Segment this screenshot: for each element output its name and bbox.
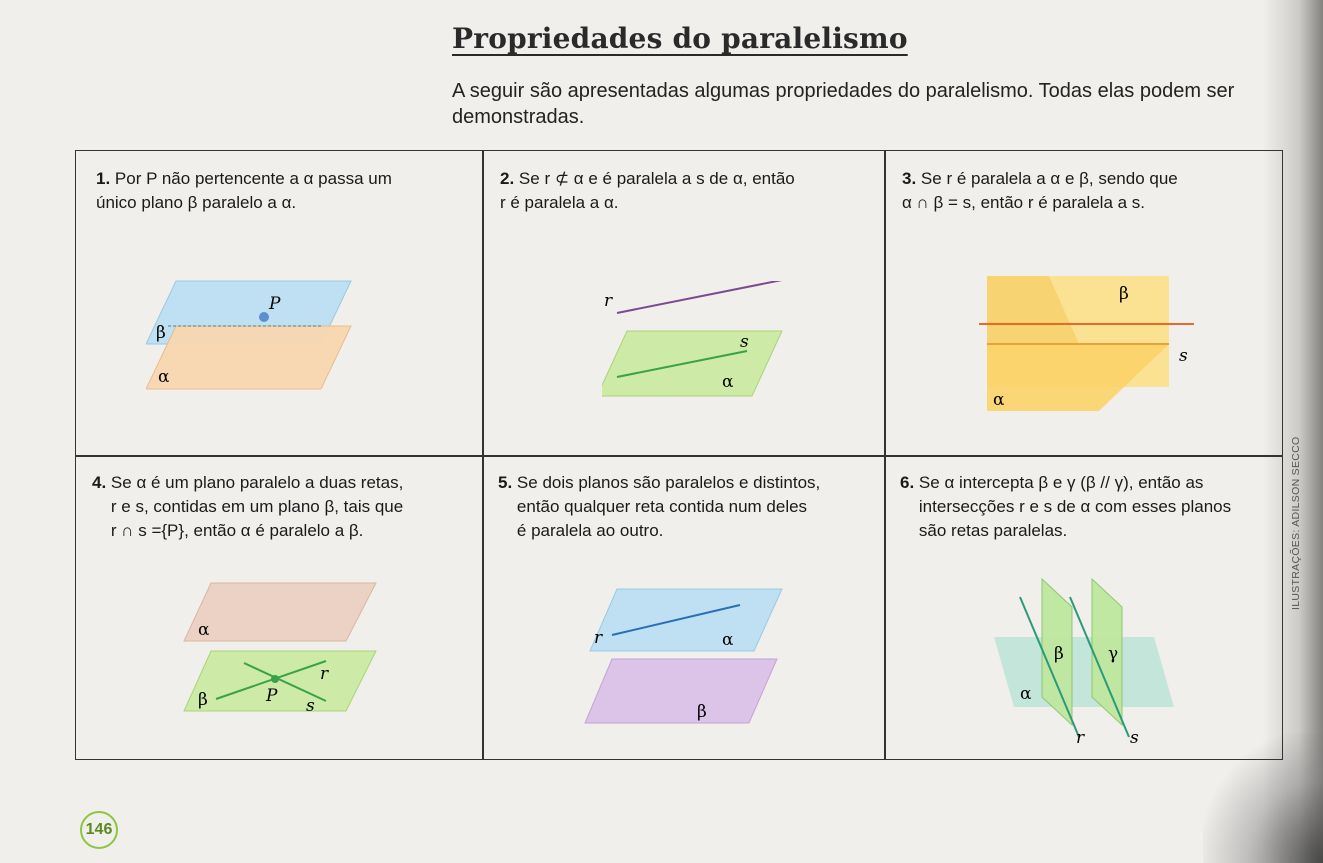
label-s: s — [1130, 728, 1139, 747]
property-text-5: 5. Se dois planos são paralelos e distin… — [498, 471, 880, 543]
property-cell-1: 1. Por P não pertencente a α passa um ún… — [76, 151, 482, 455]
property-line: Se α é um plano paralelo a duas retas, — [110, 473, 404, 492]
label-s: s — [740, 332, 749, 352]
property-line: r ∩ s ={P}, então α é paralelo a β. — [110, 521, 364, 540]
label-beta: β — [697, 702, 707, 722]
property-line: Por P não pertencente a α passa um — [114, 169, 392, 188]
plane-beta — [1041, 577, 1073, 727]
intro-paragraph: A seguir são apresentadas algumas propri… — [452, 80, 1235, 128]
property-number: 2. — [500, 169, 515, 188]
diagram-4: α β P r s — [183, 582, 377, 716]
plane-beta — [183, 650, 377, 712]
illustration-credit: ILUSTRAÇÕES: ADILSON SECCO — [1290, 436, 1302, 610]
property-number: 4. — [92, 473, 107, 492]
label-r: r — [1076, 728, 1085, 747]
diagram-5: r α β — [584, 588, 783, 724]
plane-gamma — [1091, 577, 1123, 727]
property-number: 6. — [900, 473, 915, 492]
point-p — [259, 312, 269, 322]
label-beta: β — [1119, 284, 1129, 304]
properties-table: 1. Por P não pertencente a α passa um ún… — [75, 150, 1283, 760]
property-cell-2: 2. Se r ⊄ α e é paralela a s de α, então… — [482, 151, 884, 455]
property-text-2: 2. Se r ⊄ α e é paralela a s de α, então… — [500, 167, 880, 215]
label-gamma: γ — [1108, 644, 1118, 664]
property-line: então qualquer reta contida num deles — [516, 497, 808, 516]
label-s: s — [306, 696, 315, 716]
page-corner-shadow — [1203, 733, 1323, 863]
label-alpha: α — [158, 367, 170, 387]
property-line: Se dois planos são paralelos e distintos… — [516, 473, 821, 492]
label-r: r — [604, 291, 613, 311]
diagram-6: β γ α r s — [994, 577, 1174, 747]
property-line: único plano β paralelo a α. — [96, 193, 297, 212]
label-alpha: α — [722, 372, 734, 392]
property-line: r é paralela a α. — [500, 193, 619, 212]
property-number: 3. — [902, 169, 917, 188]
point-p — [271, 675, 279, 683]
property-text-1: 1. Por P não pertencente a α passa um ún… — [96, 167, 476, 215]
plane-fold — [987, 276, 1079, 344]
property-line: é paralela ao outro. — [516, 521, 664, 540]
property-number: 5. — [498, 473, 513, 492]
plane-alpha — [183, 582, 377, 642]
diagram-1: P β α — [146, 280, 352, 390]
label-beta: β — [198, 690, 208, 710]
label-beta: β — [156, 323, 166, 343]
property-line: α ∩ β = s, então r é paralela a s. — [902, 193, 1146, 212]
plane-alpha — [994, 637, 1174, 707]
property-line: r e s, contidas em um plano β, tais que — [110, 497, 404, 516]
line-s — [243, 662, 327, 702]
property-cell-6: 6. Se α intercepta β e γ (β // γ), então… — [884, 455, 1284, 761]
line-r — [215, 660, 327, 700]
label-r: r — [594, 628, 603, 648]
page-number: 146 — [80, 811, 118, 849]
diagram-2: r s α — [602, 281, 783, 397]
page-edge-shadow — [1263, 0, 1323, 863]
line-r — [616, 281, 783, 314]
plane-alpha — [987, 344, 1169, 411]
label-s: s — [1179, 346, 1188, 366]
property-text-3: 3. Se r é paralela a α e β, sendo que α … — [902, 167, 1278, 215]
label-alpha: α — [1020, 684, 1032, 704]
label-alpha: α — [993, 390, 1005, 410]
line-r — [1019, 596, 1080, 738]
page-title: Propriedades do paralelismo — [452, 22, 908, 55]
plane-alpha — [602, 330, 783, 397]
plane-beta — [584, 658, 778, 724]
line-s — [616, 350, 748, 378]
table-divider-horizontal — [76, 455, 1282, 457]
label-beta: β — [1054, 644, 1064, 664]
property-line: Se α intercepta β e γ (β // γ), então as — [918, 473, 1204, 492]
property-line: são retas paralelas. — [918, 521, 1068, 540]
plane-alpha — [146, 325, 352, 390]
diagram-3: r β s α — [979, 276, 1194, 411]
line-r — [611, 604, 741, 636]
label-r: r — [320, 664, 329, 684]
label-alpha: α — [198, 620, 210, 640]
property-cell-4: 4. Se α é um plano paralelo a duas retas… — [76, 455, 482, 761]
line-s — [1069, 596, 1130, 738]
property-text-6: 6. Se α intercepta β e γ (β // γ), então… — [900, 471, 1280, 543]
property-cell-5: 5. Se dois planos são paralelos e distin… — [482, 455, 884, 761]
property-cell-3: 3. Se r é paralela a α e β, sendo que α … — [884, 151, 1284, 455]
label-alpha: α — [722, 630, 734, 650]
plane-alpha — [589, 588, 783, 652]
label-p: P — [268, 294, 281, 314]
property-line: intersecções r e s de α com esses planos — [918, 497, 1232, 516]
label-p: P — [265, 686, 278, 706]
property-number: 1. — [96, 169, 111, 188]
property-line: Se r é paralela a α e β, sendo que — [920, 169, 1178, 188]
property-text-4: 4. Se α é um plano paralelo a duas retas… — [92, 471, 480, 543]
property-line: Se r ⊄ α e é paralela a s de α, então — [518, 169, 795, 188]
